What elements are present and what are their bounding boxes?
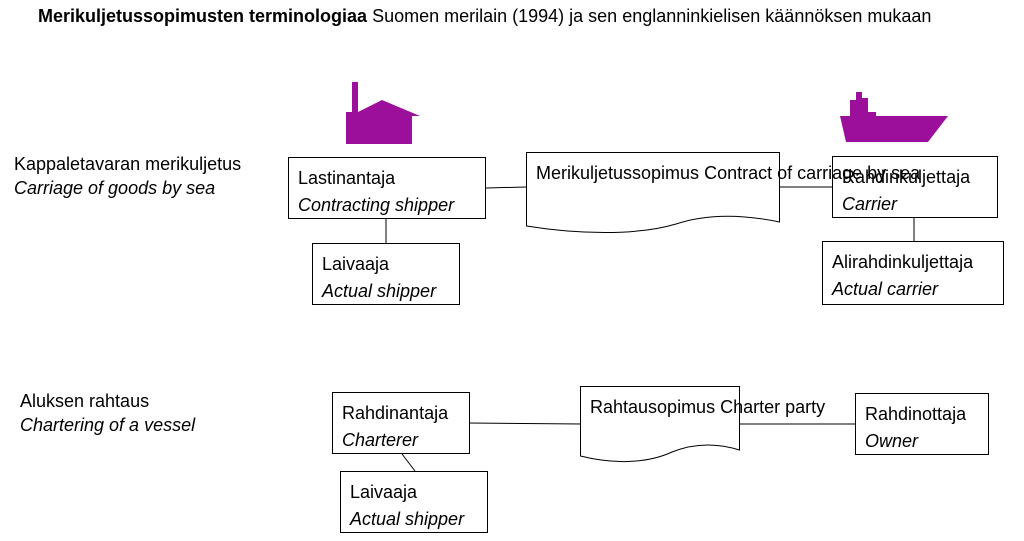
actual-shipper-2-fi: Laivaaja xyxy=(350,482,418,502)
carrier-fi: Rahdinkuljettaja xyxy=(842,167,971,187)
page-title: Merikuljetussopimusten terminologiaa Suo… xyxy=(38,6,931,27)
actual-shipper-1-en: Actual shipper xyxy=(322,281,437,301)
carrier-en: Carrier xyxy=(842,194,898,214)
charterer-en: Charterer xyxy=(342,430,419,450)
charter-party-fi: Rahtausopimus xyxy=(590,397,716,417)
document-shape xyxy=(526,152,780,233)
owner-en: Owner xyxy=(865,431,919,451)
contract-of-carriage-fi: Merikuljetussopimus xyxy=(536,163,700,183)
section2-label-fi: Aluksen rahtaus xyxy=(20,391,150,411)
actual-shipper-box-2: Laivaaja Actual shipper xyxy=(340,471,488,533)
section2-label-en: Chartering of a vessel xyxy=(20,415,196,435)
actual-shipper-box-1: Laivaaja Actual shipper xyxy=(312,243,460,305)
owner-fi: Rahdinottaja xyxy=(865,404,967,424)
contracting-shipper-en: Contracting shipper xyxy=(298,195,455,215)
contract-of-carriage-en: Contract of carriage by sea xyxy=(704,163,921,183)
factory-icon xyxy=(346,82,420,144)
charter-party-doc: Rahtausopimus Charter party xyxy=(580,386,825,464)
actual-carrier-en: Actual carrier xyxy=(832,279,939,299)
line-charterer-actual-shipper xyxy=(401,453,416,472)
actual-shipper-2-en: Actual shipper xyxy=(350,509,465,529)
section1-label: Kappaletavaran merikuljetus Carriage of … xyxy=(14,152,241,200)
section2-label: Aluksen rahtaus Chartering of a vessel xyxy=(20,389,195,437)
ship-icon xyxy=(840,92,948,142)
line-charterer-charterparty xyxy=(468,422,583,425)
charter-party-en: Charter party xyxy=(720,397,826,417)
actual-carrier-box: Alirahdinkuljettaja Actual carrier xyxy=(822,241,1004,305)
section1-label-fi: Kappaletavaran merikuljetus xyxy=(14,154,242,174)
contract-of-carriage-doc: Merikuljetussopimus Contract of carriage… xyxy=(526,152,920,234)
charterer-box: Rahdinantaja Charterer xyxy=(332,392,470,454)
actual-shipper-1-fi: Laivaaja xyxy=(322,254,390,274)
charterer-fi: Rahdinantaja xyxy=(342,403,449,423)
carrier-box: Rahdinkuljettaja Carrier xyxy=(832,156,998,218)
owner-box: Rahdinottaja Owner xyxy=(855,393,989,455)
contracting-shipper-fi: Lastinantaja xyxy=(298,168,396,188)
line-shipper-contract xyxy=(485,186,527,189)
section1-label-en: Carriage of goods by sea xyxy=(14,178,216,198)
actual-carrier-fi: Alirahdinkuljettaja xyxy=(832,252,974,272)
title-bold: Merikuljetussopimusten terminologiaa xyxy=(38,6,368,26)
title-rest: Suomen merilain (1994) ja sen englannink… xyxy=(367,6,932,26)
document-shape-2 xyxy=(580,386,740,463)
contracting-shipper-box: Lastinantaja Contracting shipper xyxy=(288,157,486,219)
